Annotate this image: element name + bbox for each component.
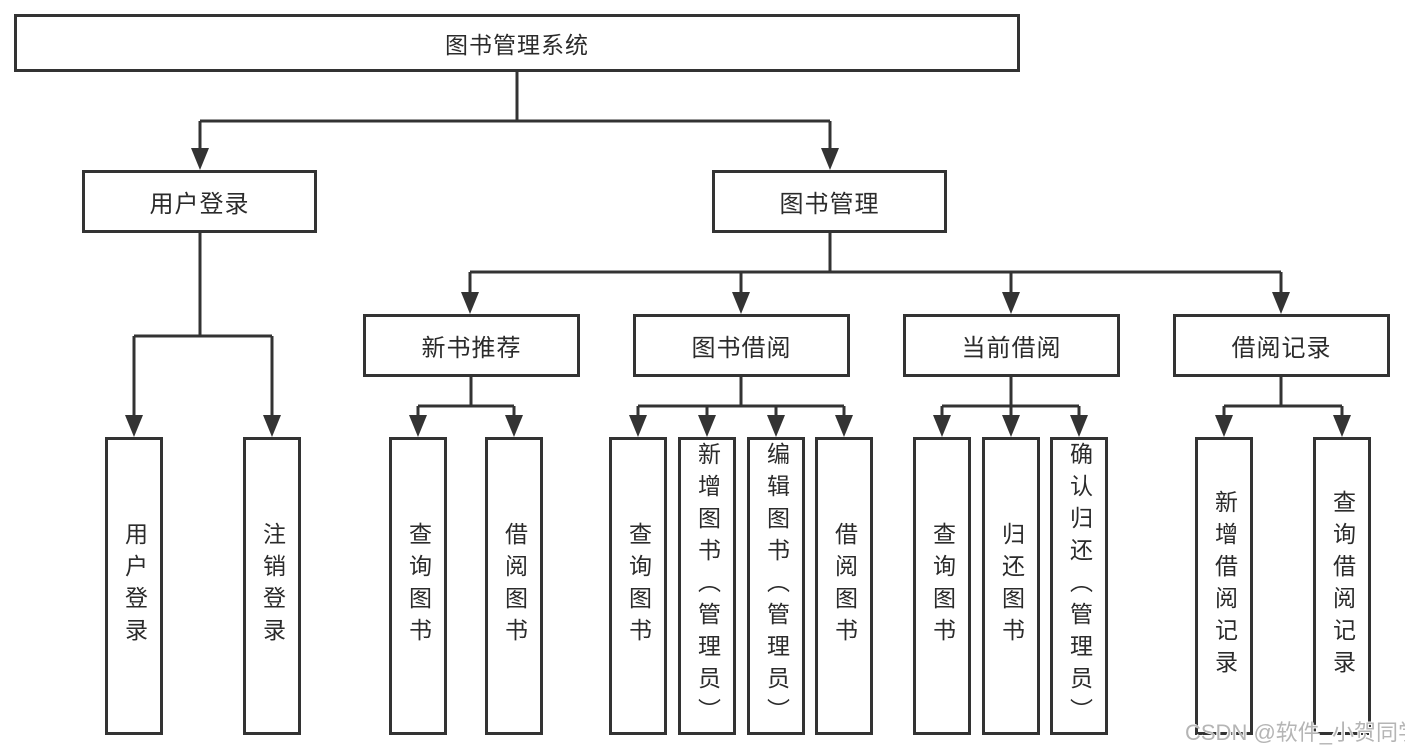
leaf-logout: 注销登录 — [243, 437, 301, 735]
connector-current-borrow-to-leaves — [933, 377, 1088, 437]
connector-book-mgmt-to-level3 — [461, 233, 1290, 314]
leaf-book-borrow-borrow: 借阅图书 — [815, 437, 873, 735]
node-user-login: 用户登录 — [82, 170, 317, 233]
leaf-current-borrow-return: 归还图书 — [982, 437, 1040, 735]
connector-book-borrow-to-leaves — [629, 377, 853, 437]
node-book-borrowing: 图书借阅 — [633, 314, 850, 377]
connector-root-to-level2 — [191, 72, 839, 170]
leaf-book-borrow-add-admin: 新增图书（管理员） — [678, 437, 736, 735]
node-borrowing-records: 借阅记录 — [1173, 314, 1390, 377]
leaf-borrow-records-query: 查询借阅记录 — [1313, 437, 1371, 735]
leaf-user-login: 用户登录 — [105, 437, 163, 735]
connector-borrow-records-to-leaves — [1215, 377, 1351, 437]
leaf-new-books-borrow: 借阅图书 — [485, 437, 543, 735]
csdn-watermark: CSDN @软件_小贺同学 — [1185, 720, 1405, 745]
leaf-current-borrow-query: 查询图书 — [913, 437, 971, 735]
node-new-book-recommend: 新书推荐 — [363, 314, 580, 377]
leaf-new-books-query: 查询图书 — [389, 437, 447, 735]
leaf-book-borrow-edit-admin: 编辑图书（管理员） — [747, 437, 805, 735]
leaf-current-borrow-confirm-admin: 确认归还（管理员） — [1050, 437, 1108, 735]
node-book-management: 图书管理 — [712, 170, 947, 233]
connector-user-login-to-leaves — [125, 233, 281, 437]
node-root-library-system: 图书管理系统 — [14, 14, 1020, 72]
connector-new-books-to-leaves — [409, 377, 523, 437]
leaf-borrow-records-add: 新增借阅记录 — [1195, 437, 1253, 735]
node-current-borrowing: 当前借阅 — [903, 314, 1120, 377]
leaf-book-borrow-query: 查询图书 — [609, 437, 667, 735]
